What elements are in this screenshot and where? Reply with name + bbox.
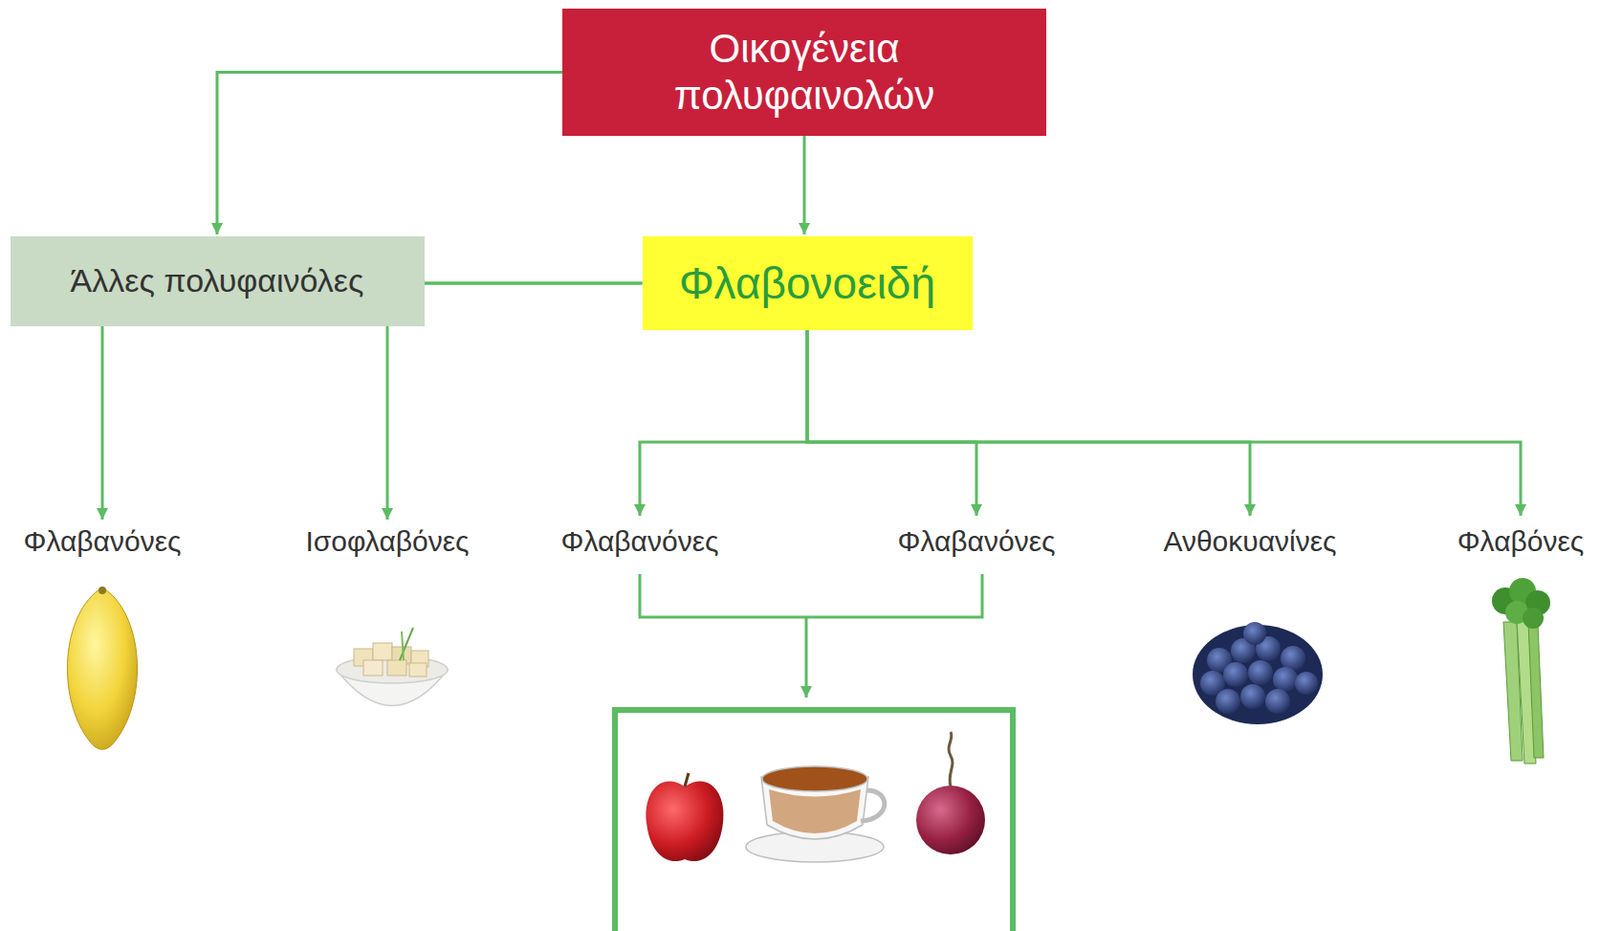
grape-picture: [916, 731, 986, 855]
subclass-label: Φλαβανόνες: [20, 521, 186, 563]
root-box: Οικογένεια πολυφαινολών: [562, 8, 1047, 136]
connector-arrow: [807, 329, 1521, 516]
category-box: Άλλες πολυφαινόλες: [10, 236, 425, 327]
connector-arrow: [387, 283, 643, 520]
node-text: Ανθοκυανίνες: [1162, 525, 1337, 559]
node-text: Φλαβανόνες: [898, 525, 1056, 559]
subclass-label: Φλαβόνες: [1453, 521, 1589, 563]
lemon-picture: [66, 586, 137, 749]
node-text: Φλαβανόνες: [23, 525, 182, 559]
apple-picture: [645, 772, 724, 861]
tea-cup-picture: [745, 766, 885, 862]
merge-bracket: [639, 573, 983, 698]
node-text: Οικογένεια πολυφαινολών: [579, 25, 1030, 119]
connector-arrow: [803, 135, 807, 235]
tofu-bowl-picture: [336, 627, 448, 706]
node-text: Άλλες πολυφαινόλες: [70, 262, 365, 300]
connector-arrow: [807, 329, 1250, 516]
subclass-label: Φλαβανόνες: [557, 521, 724, 563]
connector-arrow: [807, 329, 977, 516]
category-box: Φλαβονοειδή: [642, 236, 973, 330]
subclass-label: Ισοφλαβόνες: [301, 521, 473, 563]
connector-arrow: [639, 329, 808, 516]
picture-frame: [614, 709, 1013, 931]
celery-picture: [1491, 577, 1551, 764]
node-text: Φλαβόνες: [1457, 525, 1585, 559]
node-text: Φλαβανόνες: [561, 525, 720, 559]
subclass-label: Φλαβανόνες: [894, 521, 1060, 563]
node-text: Φλαβονοειδή: [679, 258, 936, 309]
node-text: Ισοφλαβόνες: [305, 525, 469, 559]
connector-arrow: [217, 72, 563, 236]
blueberries-picture: [1192, 621, 1323, 724]
subclass-label: Ανθοκυανίνες: [1159, 521, 1340, 563]
